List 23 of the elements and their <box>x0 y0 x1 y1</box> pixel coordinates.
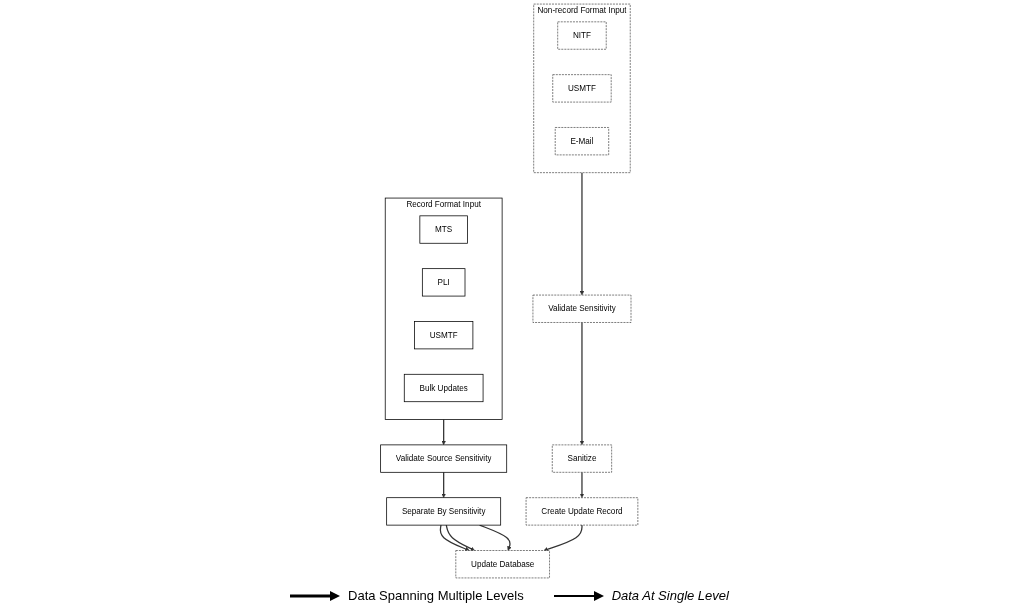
node-box: USMTF <box>552 74 612 103</box>
node-box: Validate Source Sensitivity <box>380 444 508 473</box>
arrow <box>580 471 585 498</box>
legend-text: Data At Single Level <box>611 588 729 603</box>
arrow <box>439 524 470 552</box>
arrow <box>445 524 476 551</box>
node-box: Validate Sensitivity <box>532 294 632 323</box>
arrow <box>441 418 447 446</box>
node-box: Update Database <box>455 550 551 579</box>
node-box: Bulk Updates <box>404 373 484 403</box>
node-box: E-Mail <box>555 127 610 156</box>
arrow <box>441 471 447 498</box>
node-box: Sanitize <box>552 444 613 473</box>
node-box: PLI <box>422 268 466 297</box>
arrow <box>543 524 583 552</box>
arrow <box>580 321 585 446</box>
node-box: MTS <box>419 215 469 244</box>
node-box: Create Update Record <box>526 497 639 526</box>
node-box: USMTF <box>414 321 474 350</box>
node-box: NITF <box>557 21 607 50</box>
legend-text: Data Spanning Multiple Levels <box>348 588 524 603</box>
arrow <box>580 172 585 296</box>
node-box: Separate By Sensitivity <box>386 497 502 526</box>
